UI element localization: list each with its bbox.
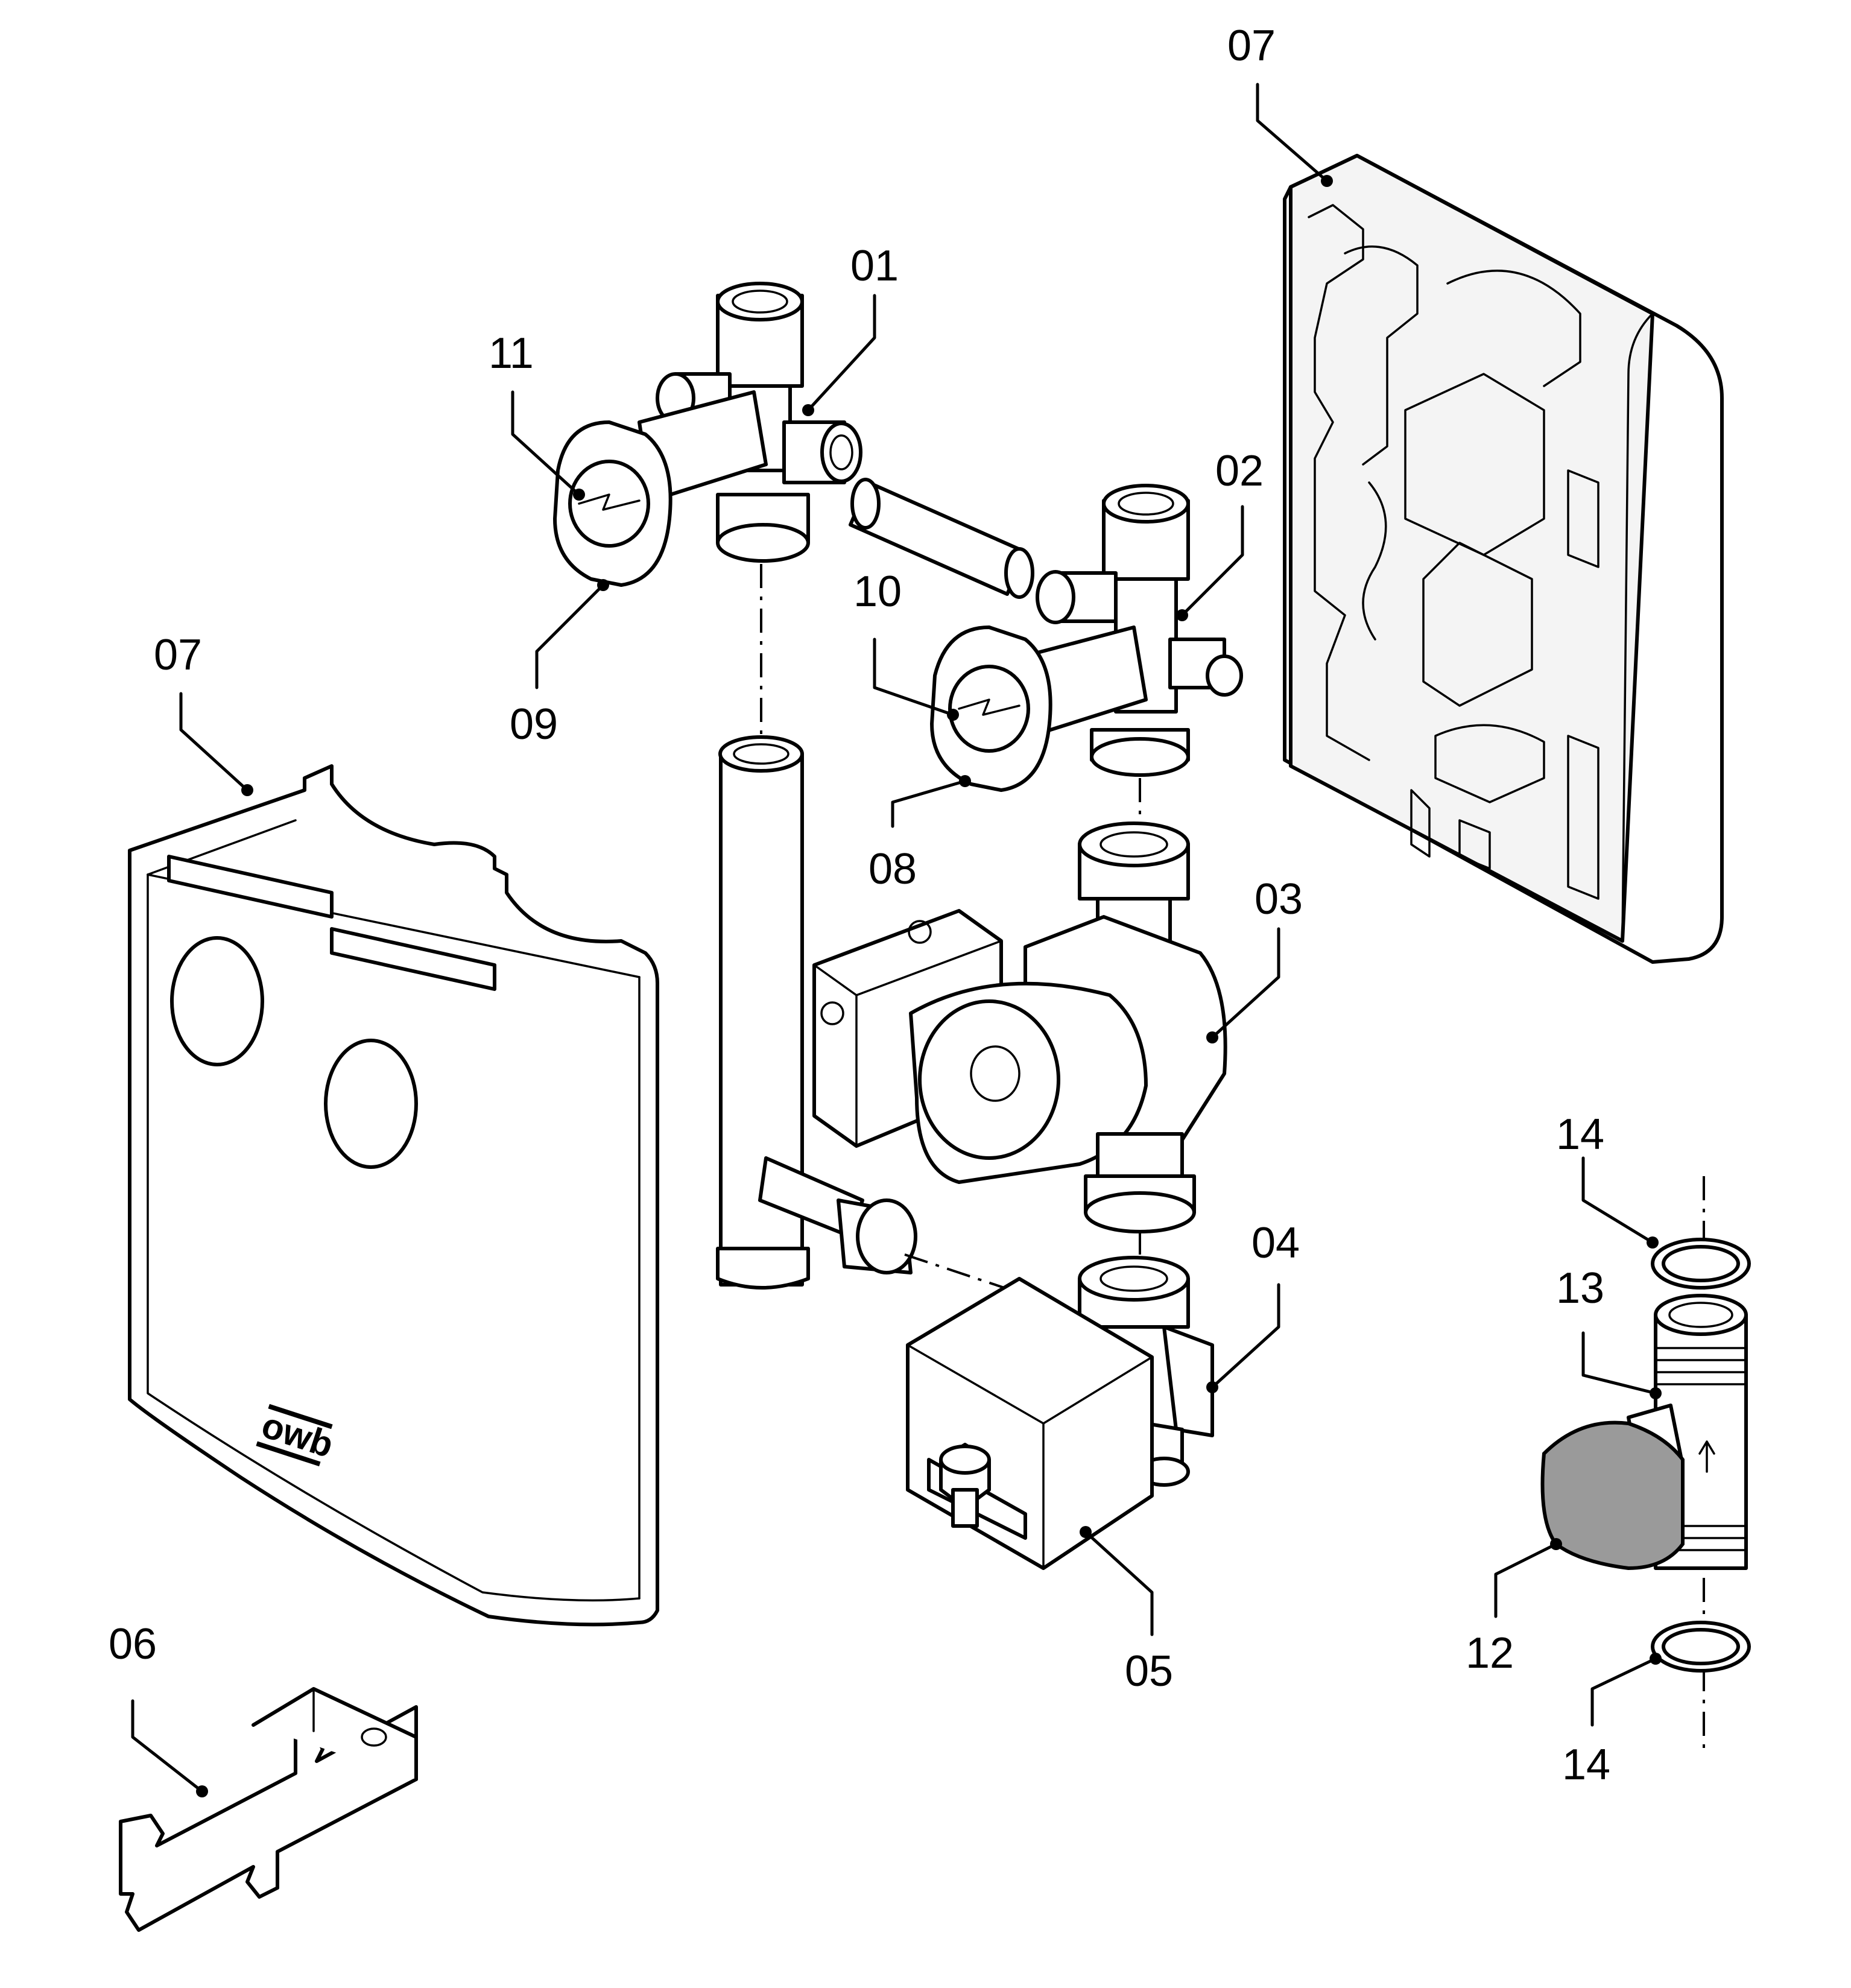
callout-09: 09 <box>510 700 558 749</box>
callout-10: 10 <box>853 568 902 616</box>
callout-05: 05 <box>1125 1647 1173 1695</box>
callout-12: 12 <box>1466 1629 1514 1677</box>
callout-11: 11 <box>489 329 534 378</box>
callout-13: 13 <box>1556 1264 1604 1312</box>
part-05-actuator <box>906 1277 1154 1570</box>
callout-07-front: 07 <box>154 631 202 679</box>
callout-01: 01 <box>850 242 899 290</box>
callout-02: 02 <box>1215 447 1264 495</box>
callout-03: 03 <box>1255 875 1303 923</box>
part-14-upper-o-ring <box>1651 1238 1751 1290</box>
leader-dots <box>196 175 1662 1797</box>
vertical-return-pipe <box>716 735 917 1290</box>
callout-14-lower: 14 <box>1562 1741 1610 1789</box>
part-08-lower-handle <box>930 625 1148 792</box>
part-07-rear-insulation-shell <box>1283 154 1724 964</box>
callout-08: 08 <box>869 845 917 893</box>
leader-lines <box>131 83 1657 1793</box>
callout-labels: 07 01 11 02 10 09 07 08 03 14 04 13 05 1… <box>109 22 1610 1789</box>
part-02-lower-valve-body <box>1036 484 1243 777</box>
part-06-wall-bracket <box>119 1687 418 1932</box>
part-01-upper-valve-body <box>656 282 862 563</box>
part-09-upper-handle <box>553 390 768 587</box>
part-14-lower-o-ring <box>1651 1621 1751 1673</box>
callout-04: 04 <box>1251 1219 1300 1267</box>
part-12-sealing-cap <box>1540 1404 1685 1571</box>
callout-14-upper: 14 <box>1556 1110 1604 1159</box>
part-07-front-cover: owb <box>128 764 659 1627</box>
part-03-circulation-pump <box>812 821 1227 1233</box>
connecting-nipple <box>849 478 1034 599</box>
callout-06: 06 <box>109 1620 157 1668</box>
callout-07-rear: 07 <box>1227 22 1276 70</box>
